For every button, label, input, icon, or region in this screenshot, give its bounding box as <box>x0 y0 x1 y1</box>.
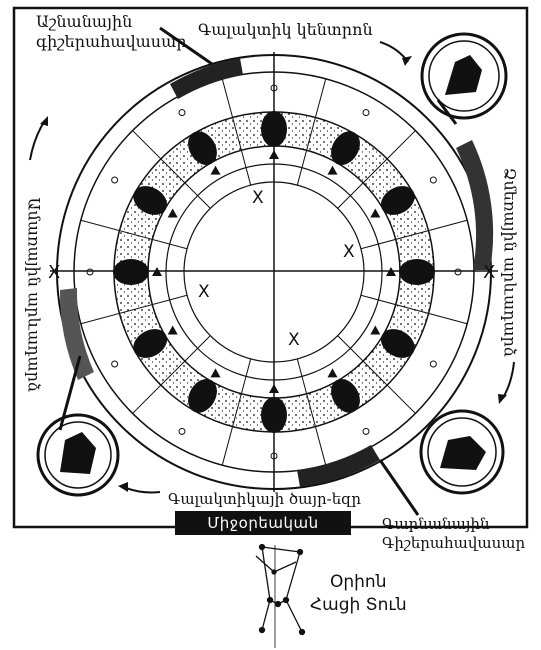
label-autumn-equinox-2: գիշերահավասար <box>36 32 187 51</box>
zodiac-figure <box>261 397 287 433</box>
east-x: X <box>483 262 495 283</box>
zodiac-figure <box>399 259 435 285</box>
label-autumn-equinox: Աշնանային <box>36 12 132 31</box>
west-x: X <box>48 262 60 283</box>
x-marker: X <box>198 282 210 302</box>
label-spring-equinox-2: Գիշերահավասար <box>382 534 525 552</box>
label-orion-2: Հացի Տուն <box>310 595 407 615</box>
medallion-top-right <box>422 34 506 118</box>
arrow-left-up <box>30 122 44 160</box>
x-marker: X <box>288 330 300 350</box>
label-winter-solstice: Ձմեռային արևադարձ <box>501 168 520 328</box>
orion-constellation <box>256 545 305 649</box>
medallion-bottom-left <box>38 415 118 495</box>
x-marker: X <box>252 188 264 208</box>
label-summer-solstice: Ամառային արևադարձ <box>25 198 44 358</box>
label-spring-equinox: Գարնանային <box>382 515 490 533</box>
zodiac-figure <box>113 259 149 285</box>
zodiac-figure <box>261 111 287 147</box>
arrow-bottom-left <box>126 488 160 493</box>
label-galactic-anticenter: Գալակտիկայի ծայր-եզր <box>168 490 361 508</box>
x-marker: X <box>343 242 355 262</box>
label-orion: Օրիոն <box>330 572 386 592</box>
meridian-label: Միջօրեական <box>175 511 351 535</box>
pointer-spring <box>380 460 418 515</box>
label-galactic-center: Գալակտիկ կենտրոն <box>198 20 373 39</box>
medallion-bottom-right <box>421 411 503 493</box>
arrow-right-down <box>503 362 514 398</box>
